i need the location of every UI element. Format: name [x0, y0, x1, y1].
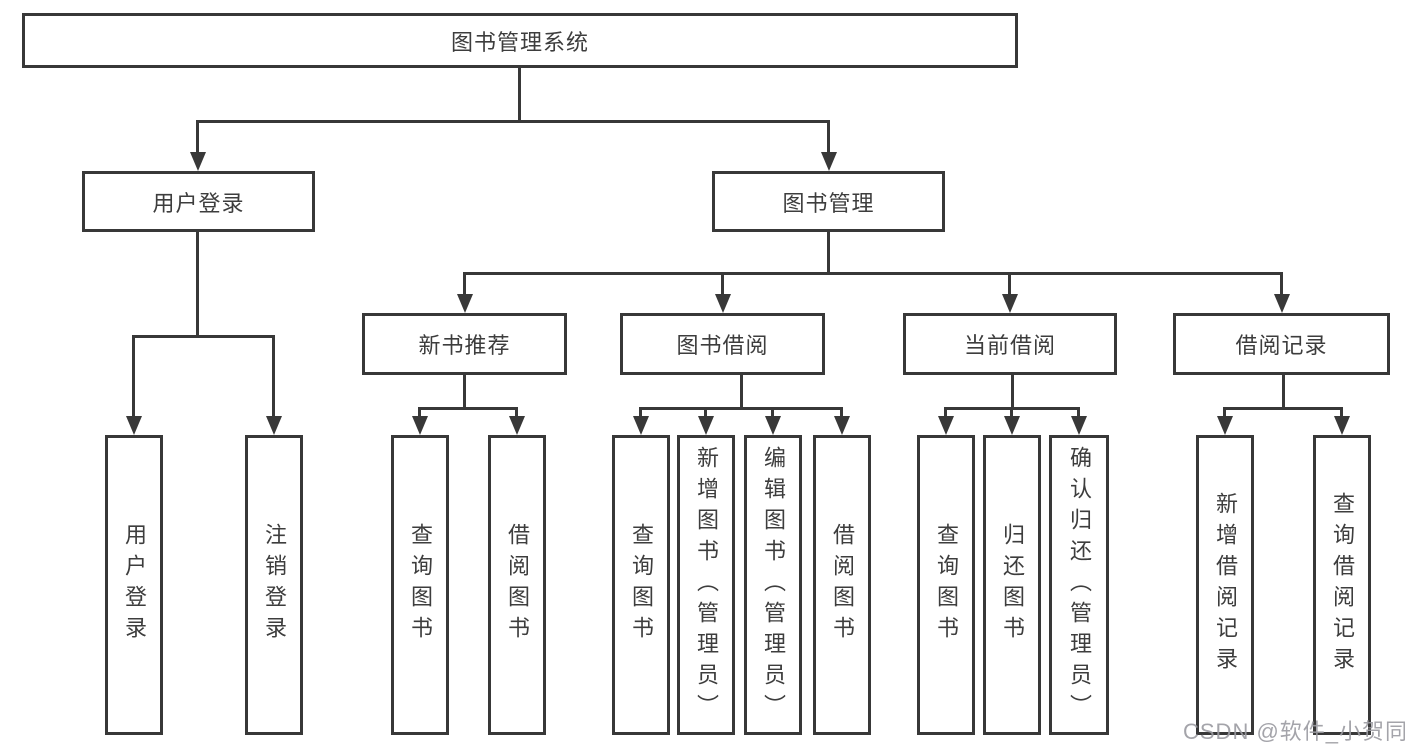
node-cb-query-books: 查询图书 [917, 435, 975, 735]
edge-to-book-borrowing [721, 272, 724, 296]
edge-to-borrow-records [1280, 272, 1283, 296]
node-label: 借阅图书 [830, 523, 855, 647]
node-user-login: 用户登录 [82, 171, 315, 232]
edge-g1-c1 [704, 407, 707, 419]
node-label: 当前借阅 [963, 333, 1056, 358]
node-label: 用户登录 [152, 190, 245, 216]
edge-g1-c3 [840, 407, 843, 419]
edge-g2-c1 [1010, 407, 1013, 419]
arrowhead-g2-c2 [1071, 416, 1087, 435]
edge-user-login-stem [196, 232, 199, 338]
node-label: 确认归还（管理员） [1067, 445, 1092, 725]
node-label: 编辑图书（管理员） [761, 445, 786, 725]
arrowhead-g1-c3 [834, 416, 850, 435]
edge-book-management-rail [463, 272, 1283, 275]
node-nb-borrow-books: 借阅图书 [488, 435, 546, 735]
edge-g3-c1 [1340, 407, 1343, 419]
node-label: 图书借阅 [676, 333, 769, 358]
edge-g2-c0 [944, 407, 947, 419]
edge-user-login-rail [132, 335, 275, 338]
node-label: 新书推荐 [418, 333, 511, 358]
node-label: 新增图书（管理员） [694, 445, 719, 725]
node-logout: 注销登录 [245, 435, 303, 735]
arrowhead-logout-leaf [266, 416, 282, 435]
node-borrow-records: 借阅记录 [1173, 313, 1390, 375]
node-cb-confirm-return-admin: 确认归还（管理员） [1049, 435, 1109, 735]
edge-to-new-book-recommend [463, 272, 466, 296]
node-label: 借阅图书 [505, 523, 530, 647]
node-label: 用户登录 [122, 523, 147, 647]
edge-g2-stem [1011, 375, 1014, 410]
edge-g0-stem [463, 375, 466, 410]
arrowhead-new-book-recommend [457, 294, 473, 313]
node-br-query-record: 查询借阅记录 [1313, 435, 1371, 735]
node-label: 查询借阅记录 [1330, 492, 1355, 678]
edge-g0-rail [418, 407, 518, 410]
edge-g1-stem [740, 375, 743, 410]
node-user-login-leaf: 用户登录 [105, 435, 163, 735]
edge-to-book-management [827, 120, 830, 154]
arrowhead-g0-c0 [412, 416, 428, 435]
node-new-book-recommend: 新书推荐 [362, 313, 567, 375]
node-label: 图书管理系统 [450, 29, 589, 55]
arrowhead-current-borrowing [1002, 294, 1018, 313]
node-label: 注销登录 [262, 523, 287, 647]
node-nb-query-books: 查询图书 [391, 435, 449, 735]
edge-g2-c2 [1077, 407, 1080, 419]
arrowhead-g1-c2 [765, 416, 781, 435]
edge-to-logout-leaf [272, 335, 275, 419]
edge-g3-rail [1223, 407, 1343, 410]
node-label: 归还图书 [1000, 523, 1025, 647]
node-library-management-system: 图书管理系统 [22, 13, 1018, 68]
node-label: 图书管理 [782, 190, 875, 216]
node-bb-query-books: 查询图书 [612, 435, 670, 735]
node-label: 借阅记录 [1235, 333, 1328, 358]
edge-g1-c2 [771, 407, 774, 419]
node-br-add-record: 新增借阅记录 [1196, 435, 1254, 735]
edge-to-login-leaf [132, 335, 135, 419]
arrowhead-login-leaf [126, 416, 142, 435]
node-label: 查询图书 [934, 523, 959, 647]
edge-root-rail [196, 120, 830, 123]
arrowhead-borrow-records [1274, 294, 1290, 313]
node-bb-borrow-books: 借阅图书 [813, 435, 871, 735]
node-label: 查询图书 [408, 523, 433, 647]
arrowhead-g1-c0 [633, 416, 649, 435]
node-current-borrowing: 当前借阅 [903, 313, 1117, 375]
arrowhead-g3-c0 [1217, 416, 1233, 435]
node-bb-edit-books-admin: 编辑图书（管理员） [744, 435, 802, 735]
node-label: 查询图书 [629, 523, 654, 647]
edge-g0-c1 [515, 407, 518, 419]
edge-root-stem [518, 68, 521, 122]
edge-book-management-stem [827, 232, 830, 275]
node-book-management: 图书管理 [712, 171, 945, 232]
edge-g1-c0 [639, 407, 642, 419]
arrowhead-g2-c1 [1004, 416, 1020, 435]
arrowhead-user-login [190, 152, 206, 171]
node-cb-return-books: 归还图书 [983, 435, 1041, 735]
node-bb-add-books-admin: 新增图书（管理员） [677, 435, 735, 735]
watermark: CSDN @软件_小贺同学 [1183, 719, 1405, 744]
arrowhead-g0-c1 [509, 416, 525, 435]
edge-g0-c0 [418, 407, 421, 419]
node-book-borrowing: 图书借阅 [620, 313, 825, 375]
edge-g3-c0 [1223, 407, 1226, 419]
arrowhead-g3-c1 [1334, 416, 1350, 435]
edge-to-user-login [196, 120, 199, 154]
arrowhead-book-borrowing [715, 294, 731, 313]
arrowhead-g2-c0 [938, 416, 954, 435]
arrowhead-g1-c1 [698, 416, 714, 435]
edge-to-current-borrowing [1008, 272, 1011, 296]
edge-g3-stem [1282, 375, 1285, 410]
edge-g1-rail [639, 407, 843, 410]
node-label: 新增借阅记录 [1213, 492, 1238, 678]
arrowhead-book-management [821, 152, 837, 171]
